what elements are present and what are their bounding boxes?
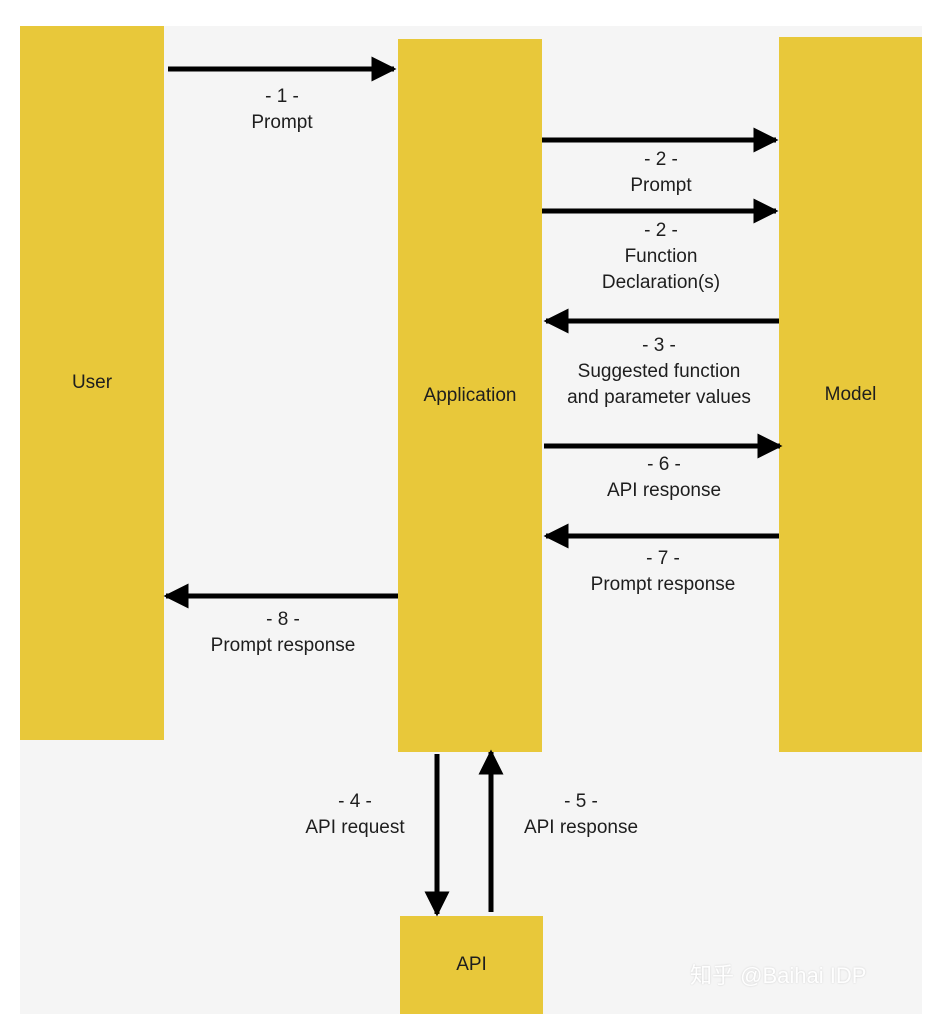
step-3-line2: and parameter values <box>567 387 751 408</box>
user-node-label: User <box>71 372 113 393</box>
step-5-text: API response <box>523 817 639 838</box>
step-6-number: - 6 - <box>647 454 681 475</box>
step-2-prompt-text: Prompt <box>630 175 692 196</box>
step-4-label: - 4 - API request <box>289 789 421 841</box>
step-5-label: - 5 - API response <box>506 789 656 841</box>
user-node: User <box>20 26 164 740</box>
model-node-label: Model <box>824 383 877 405</box>
step-3-line1: Suggested function <box>577 361 741 382</box>
api-node: API <box>400 916 543 1014</box>
step-5-number: - 5 - <box>564 791 598 812</box>
step-1-number: - 1 - <box>265 86 299 107</box>
step-6-text: API response <box>606 480 722 501</box>
step-2-prompt-label: - 2 - Prompt <box>596 147 726 199</box>
api-node-label: API <box>456 954 487 975</box>
step-3-label: - 3 - Suggested function and parameter v… <box>546 333 772 411</box>
watermark: 知乎 @Baihai IDP <box>690 963 867 988</box>
step-1-label: - 1 - Prompt <box>222 84 342 136</box>
step-6-label: - 6 - API response <box>584 452 744 504</box>
step-8-label: - 8 - Prompt response <box>188 607 378 659</box>
step-3-number: - 3 - <box>642 335 676 356</box>
model-node: Model <box>779 37 922 752</box>
step-4-number: - 4 - <box>338 791 372 812</box>
application-node-label: Application <box>423 384 517 406</box>
step-2-declarations-label: - 2 - Function Declaration(s) <box>576 218 746 296</box>
step-8-text: Prompt response <box>210 635 356 656</box>
step-1-text: Prompt <box>251 112 313 133</box>
step-2-declarations-line2: Declaration(s) <box>601 272 721 293</box>
application-node: Application <box>398 39 542 752</box>
step-7-text: Prompt response <box>590 574 736 595</box>
step-8-number: - 8 - <box>266 609 300 630</box>
step-7-number: - 7 - <box>646 548 680 569</box>
step-2-declarations-line1: Function <box>624 246 698 267</box>
step-2-prompt-number: - 2 - <box>644 149 678 170</box>
step-4-text: API request <box>305 817 405 838</box>
step-2-declarations-number: - 2 - <box>644 220 678 241</box>
step-7-label: - 7 - Prompt response <box>568 546 758 598</box>
